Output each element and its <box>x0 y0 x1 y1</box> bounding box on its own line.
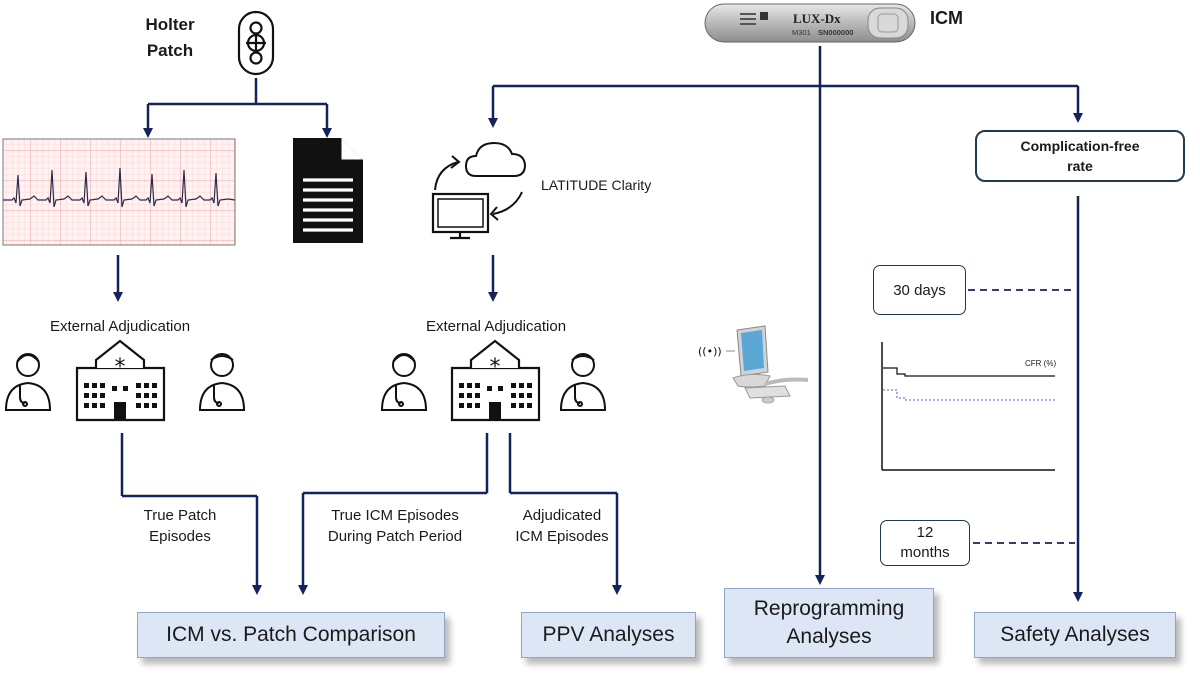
icm-title: ICM <box>930 8 963 28</box>
icm-device-image: LUX-Dx M301 SN000000 <box>704 3 916 43</box>
cfr-line-solid <box>883 367 1055 377</box>
physician-icon-right-male <box>559 353 607 411</box>
reprogramming-analyses-box: Reprogramming Analyses <box>724 588 934 658</box>
reprogramming-line1: Reprogramming <box>753 597 905 620</box>
cloud-sync-icon <box>434 141 527 221</box>
cfr-line2: rate <box>1067 158 1093 174</box>
hospital-icon-right: * <box>450 339 541 422</box>
physician-icon <box>4 353 52 411</box>
adjudicated-icm-episodes-label: Adjudicated ICM Episodes <box>502 505 622 547</box>
twelve-months-box: 12 months <box>880 520 970 566</box>
cfr-chart-label: CFR (%) <box>1025 359 1057 368</box>
latitude-clarity-label: LATITUDE Clarity <box>541 177 652 193</box>
safety-analyses-box: Safety Analyses <box>974 612 1176 658</box>
dashed-connectors <box>968 289 1075 544</box>
true-patch-episodes-label: True Patch Episodes <box>120 505 240 547</box>
cfr-chart <box>881 342 1055 471</box>
ecg-trace <box>3 167 236 208</box>
true-patch-line2: Episodes <box>149 528 211 545</box>
icm-device-brand: LUX-Dx <box>793 11 841 26</box>
icm-device-serial: SN000000 <box>818 28 853 37</box>
months-line1: 12 <box>916 524 934 541</box>
true-patch-line1: True Patch <box>143 507 217 524</box>
holter-title-line1: Holter <box>145 15 195 34</box>
physician-icon-male <box>198 353 246 411</box>
months-line2: months <box>900 544 950 561</box>
ecg-strip <box>2 138 236 246</box>
complication-free-rate-box: Complication-free rate <box>975 130 1185 182</box>
svg-text:*: * <box>115 355 126 380</box>
true-icm-line1: True ICM Episodes <box>331 507 459 524</box>
reprogramming-line2: Analyses <box>786 625 872 648</box>
monitor-icon <box>431 192 490 240</box>
external-adjudication-right: External Adjudication <box>425 318 567 335</box>
cfr-line-dashed <box>883 389 1055 401</box>
icm-vs-patch-comparison-box: ICM vs. Patch Comparison <box>137 612 445 658</box>
holter-patch-title: Holter Patch <box>130 12 210 64</box>
true-icm-line2: During Patch Period <box>327 528 463 545</box>
icm-device-model: M301 <box>792 28 811 37</box>
adjudicated-line1: Adjudicated <box>522 507 602 524</box>
wireless-icon: ((•)) <box>698 345 722 358</box>
true-icm-episodes-label: True ICM Episodes During Patch Period <box>300 505 490 547</box>
hospital-icon: * <box>75 339 166 422</box>
holter-patch-icon <box>237 10 275 76</box>
svg-text:*: * <box>490 355 501 380</box>
programmer-computer-icon: ((•)) <box>698 325 809 404</box>
physician-icon-right <box>380 353 428 411</box>
adjudicated-line2: ICM Episodes <box>515 528 609 545</box>
ppv-analyses-box: PPV Analyses <box>521 612 696 658</box>
cfr-line1: Complication-free <box>1020 138 1140 154</box>
holter-title-line2: Patch <box>146 41 194 60</box>
connectors <box>113 46 1083 602</box>
thirty-days-box: 30 days <box>873 265 966 315</box>
document-icon <box>293 138 363 243</box>
external-adjudication-left: External Adjudication <box>49 318 191 335</box>
